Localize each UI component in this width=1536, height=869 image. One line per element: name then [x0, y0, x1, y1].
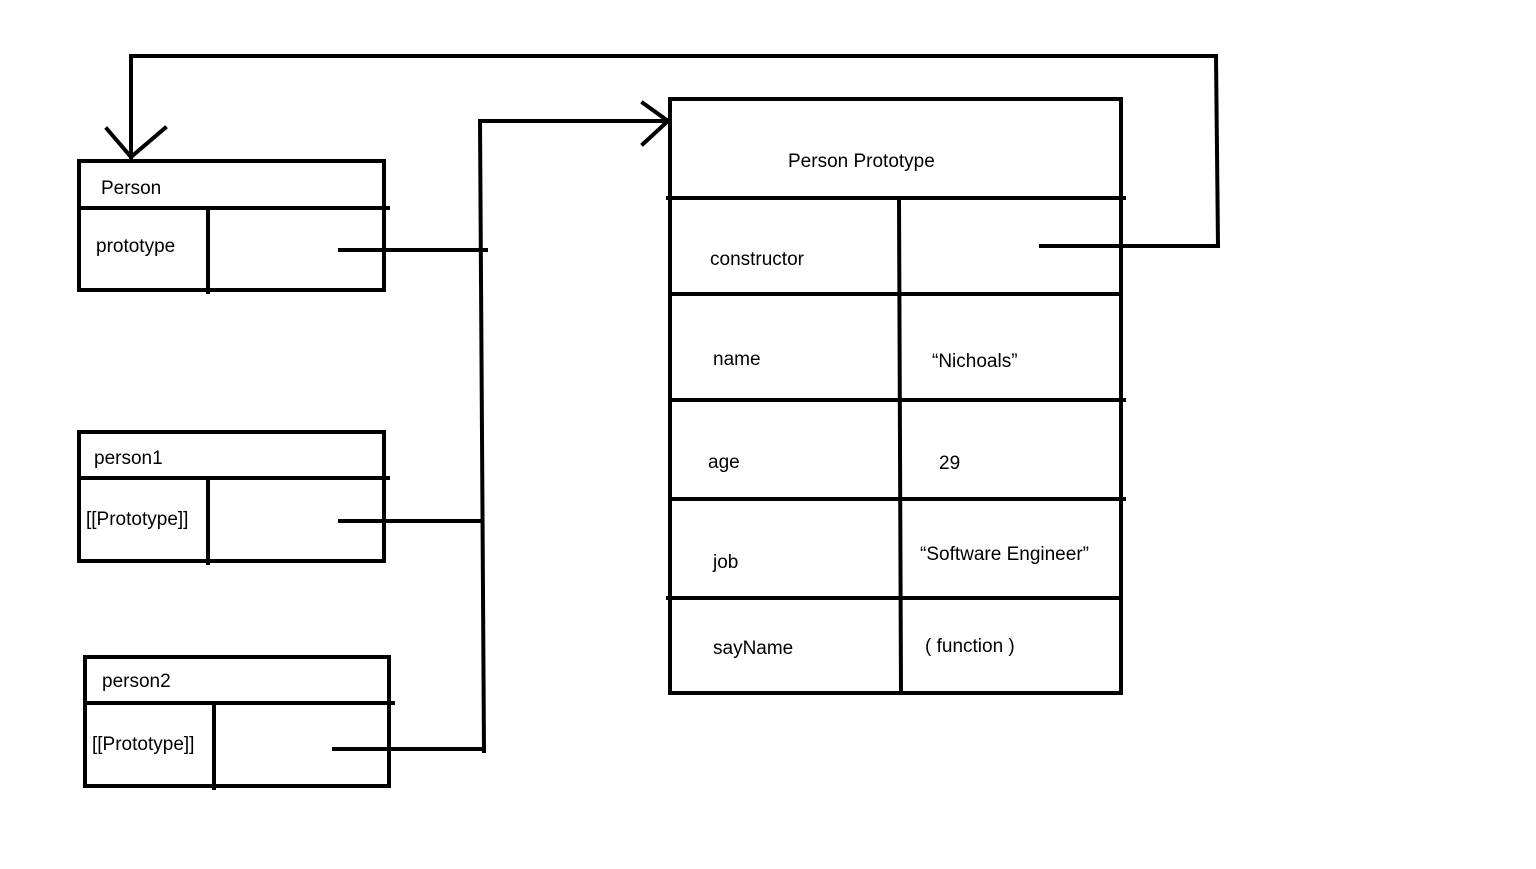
prototype-value-job: “Software Engineer” [920, 544, 1089, 565]
prototype-value-age: 29 [939, 453, 960, 474]
person-title: Person [101, 178, 161, 199]
prototype-table-border [668, 97, 1123, 695]
prototype-key-constructor: constructor [710, 249, 805, 270]
person-prototype-table: Person Prototype constructor name “Nicho… [666, 97, 1126, 696]
prototype-trunk-line [477, 119, 667, 754]
person-box-border [77, 159, 386, 292]
prototype-column-divider [896, 197, 904, 696]
constructor-arrowhead-icon [104, 125, 168, 160]
person-box: Person prototype [77, 159, 390, 294]
person1-box: person1 [[Prototype]] [77, 430, 390, 565]
person1-title: person1 [94, 448, 163, 469]
prototype-key-name: name [713, 349, 761, 370]
prototype-title: Person Prototype [788, 151, 935, 172]
prototype-key-sayname: sayName [713, 638, 793, 659]
prototype-pointer-connectors [332, 100, 672, 754]
person2-box-border [83, 655, 391, 788]
prototype-value-name: “Nichoals” [932, 351, 1018, 372]
prototype-key-job: job [712, 552, 738, 573]
prototype-arrowhead-icon [640, 100, 672, 147]
constructor-pointer-line [129, 54, 1221, 248]
constructor-pointer-connector [104, 54, 1221, 248]
prototype-key-age: age [708, 452, 740, 473]
person1-prototype-label: [[Prototype]] [86, 509, 188, 530]
person1-box-border [77, 430, 386, 563]
person-prototype-label: prototype [96, 236, 175, 257]
person2-title: person2 [102, 671, 171, 692]
prototype-value-sayname: ( function ) [925, 636, 1015, 657]
person2-prototype-label: [[Prototype]] [92, 734, 194, 755]
person2-box: person2 [[Prototype]] [83, 655, 395, 790]
